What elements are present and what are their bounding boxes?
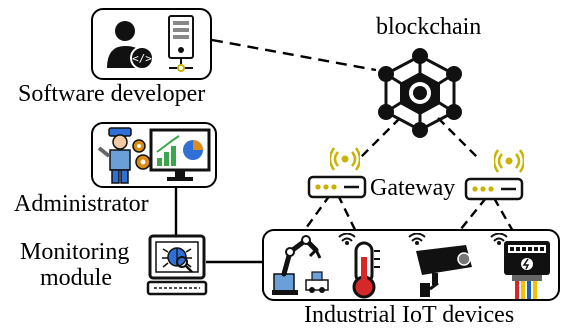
gateway-left-router-icon xyxy=(307,175,367,199)
administrator-label: Administrator xyxy=(14,191,149,217)
blockchain-network-icon xyxy=(378,48,462,138)
gw-left-thermo-link xyxy=(336,194,362,241)
monitor-bug-icon xyxy=(146,234,208,296)
dashboard-icon xyxy=(149,128,211,181)
iot-devices-label: Industrial IoT devices xyxy=(304,302,515,328)
camera-icon xyxy=(408,233,472,297)
robot-arm-icon xyxy=(272,235,329,295)
gateway-right-router-icon xyxy=(464,177,524,201)
gateway-label: Gateway xyxy=(370,175,456,201)
software-developer-label: Software developer xyxy=(18,81,206,107)
monitoring-label-line1: Monitoring xyxy=(20,239,130,265)
developer-icon: </> xyxy=(107,21,154,70)
smart-meter-icon xyxy=(490,233,550,299)
dev-blockchain-link xyxy=(211,38,377,72)
server-icon xyxy=(168,15,194,72)
gw-right-meter-link xyxy=(492,197,520,241)
administrator-box xyxy=(91,122,217,188)
iot-devices-box xyxy=(262,229,560,301)
blockchain-label: blockchain xyxy=(376,14,482,40)
admin-icon xyxy=(97,127,151,184)
software-developer-box: </> xyxy=(91,8,212,80)
gateway-left-wifi-icon xyxy=(330,147,360,171)
monitoring-label-line2: module xyxy=(40,265,112,291)
thermometer-icon xyxy=(338,233,380,299)
blockchain-gateway-right-link xyxy=(437,117,481,161)
gateway-right-wifi-icon xyxy=(494,149,524,173)
svg-text:</>: </> xyxy=(132,52,152,65)
blockchain-gateway-left-link xyxy=(357,117,401,161)
